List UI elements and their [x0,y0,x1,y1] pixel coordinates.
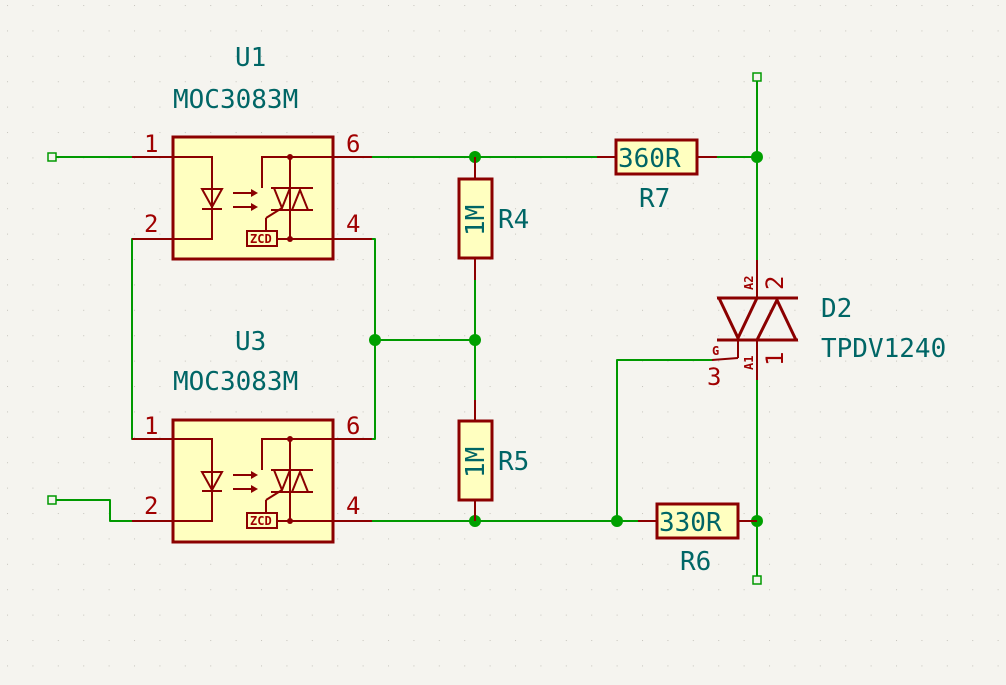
d2-g-name: G [712,344,719,358]
u1-ref: U1 [235,43,266,73]
wire-gate [616,359,713,522]
d2-a1-name: A1 [742,356,756,370]
u1-value: MOC3083M [173,85,298,115]
d2-a2-name: A2 [742,276,756,290]
u3-pin1-label: 1 [144,412,158,440]
r7-body [614,138,699,176]
resistor-r7[interactable]: 360R R7 [597,138,717,214]
r5-body [457,419,494,502]
optocoupler-u3[interactable]: U3 MOC3083M 1 2 6 4 ZCD [132,327,372,544]
junction-dot [469,334,481,346]
terminal-out-bottom [752,575,762,585]
r7-ref: R7 [639,184,670,214]
r5-value: 1M [461,447,491,478]
d2-ref: D2 [821,294,852,324]
resistor-r4[interactable]: 1M R4 [457,157,529,280]
r6-value: 330R [659,508,722,538]
d2-pin1-label: 1 [761,352,789,366]
terminal-in2 [47,495,57,505]
r6-ref: R6 [680,547,711,577]
u3-pin2-label: 2 [144,492,158,520]
resistor-r5[interactable]: 1M R5 [457,400,529,521]
r5-ref: R5 [498,447,529,477]
u3-pin4-label: 4 [346,492,360,520]
r6-body [655,502,740,540]
r7-value: 360R [618,144,681,174]
optocoupler-u1[interactable]: U1 MOC3083M 1 2 6 4 ZCD [132,43,372,261]
r4-ref: R4 [498,205,529,235]
r4-body [457,177,494,260]
u1-pin6-label: 6 [346,130,360,158]
u1-pin2-label: 2 [144,210,158,238]
terminal-in1 [47,152,57,162]
junction-dot [751,151,763,163]
triac-d2[interactable]: A2 A1 G 2 1 3 D2 TPDV1240 [707,260,946,391]
wire-u3-pin2-input [51,499,133,522]
u1-pin4-label: 4 [346,210,360,238]
u1-zcd-label: ZCD [250,232,272,246]
u3-pin6-label: 6 [346,412,360,440]
r4-value: 1M [461,205,491,236]
terminals [47,72,762,585]
terminal-out-top [752,72,762,82]
resistor-r6[interactable]: 330R R6 [638,502,757,577]
d2-value: TPDV1240 [821,334,946,364]
d2-pin2-label: 2 [761,276,789,290]
junction-dot [369,334,381,346]
d2-pin3-label: 3 [707,363,721,391]
u3-value: MOC3083M [173,367,298,397]
u3-ref: U3 [235,327,266,357]
u3-zcd-label: ZCD [250,514,272,528]
junction-dot [611,515,623,527]
u1-pin1-label: 1 [144,130,158,158]
